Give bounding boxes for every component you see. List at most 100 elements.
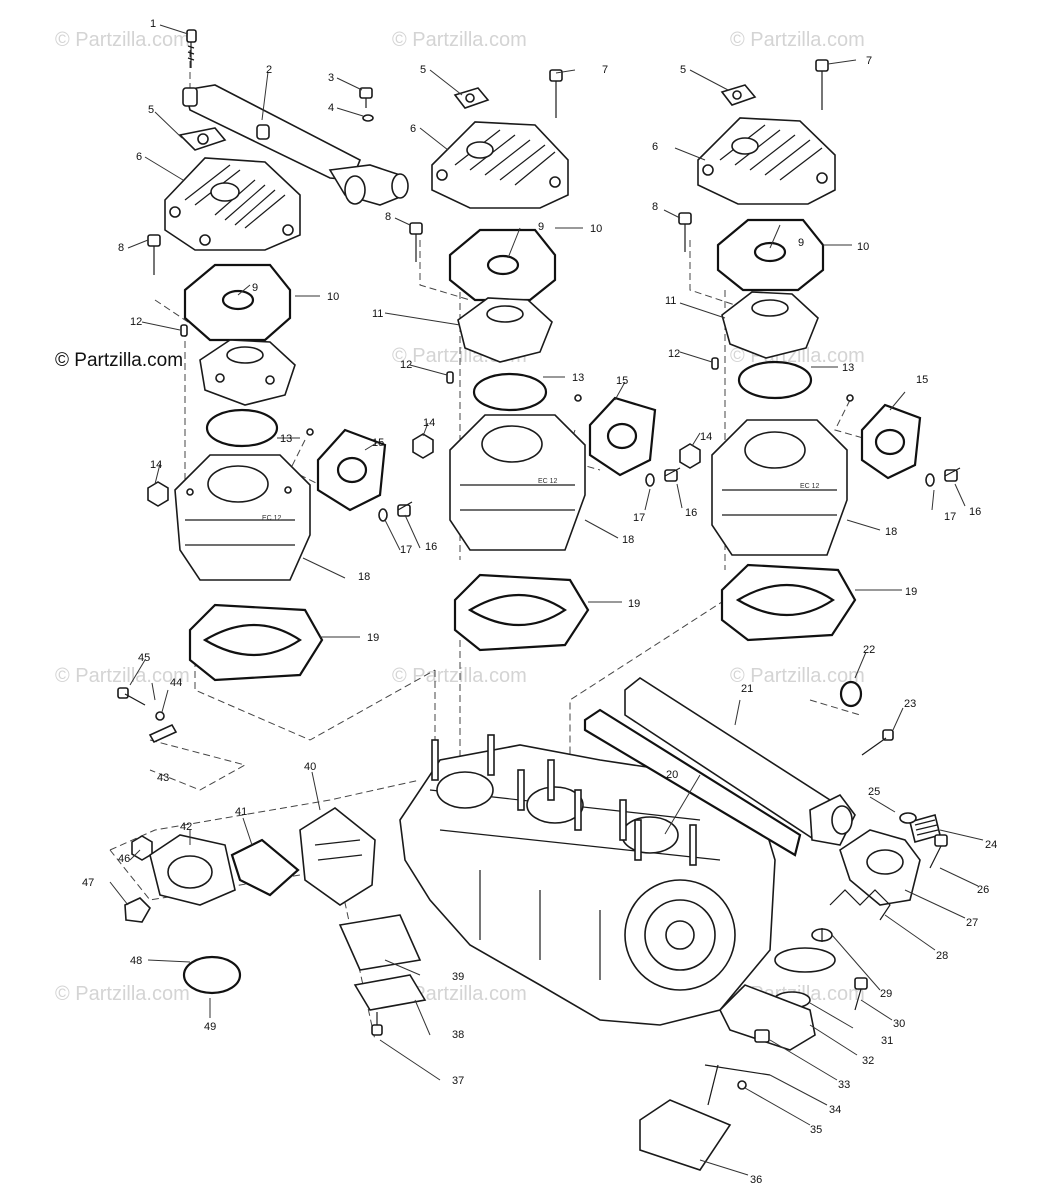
cylinder-head [431,121,569,209]
intake-gasket [230,838,300,897]
callout-47: 47 [82,877,94,889]
hose-clamp-icon [182,955,242,995]
callout-16: 16 [425,541,437,553]
callout-8: 8 [118,242,124,254]
leader-lines [109,24,984,1176]
bolt-icon [664,467,681,482]
watermark: © Partzilla.com [55,29,190,51]
callout-15: 15 [916,374,928,386]
callout-1: 1 [150,18,156,30]
intake-adapter [149,834,236,906]
nut-icon [412,433,434,459]
watermark-layer: © Partzilla.com © Partzilla.com © Partzi… [55,29,865,1005]
watermark: © Partzilla.com [392,983,527,1005]
water-manifold [182,84,409,206]
o-ring-icon [221,289,255,311]
callout-26: 26 [977,884,989,896]
callout-41: 41 [235,806,247,818]
fitting-icon [155,711,165,721]
nut-icon [147,481,169,507]
o-ring-icon [753,241,787,263]
callout-15: 15 [616,375,628,387]
callout-35: 35 [810,1124,822,1136]
callout-18: 18 [622,534,634,546]
callout-16: 16 [685,507,697,519]
needle-icon [704,1064,771,1076]
callout-38: 38 [452,1029,464,1041]
callout-17: 17 [400,544,412,556]
callout-7: 7 [602,64,608,76]
pump-plunger [639,1064,732,1171]
callout-2: 2 [266,64,272,76]
diaphragm-icon [774,947,836,973]
bolt-icon [861,729,894,756]
nut-icon [124,897,151,923]
reed-petal-icon [338,914,422,971]
cylinder-assembly-left: EC 12 [147,29,413,682]
bolt-icon [815,59,829,110]
callout-14: 14 [700,431,712,443]
callout-7: 7 [866,55,872,67]
cylinder-marking: EC 12 [800,483,820,490]
callout-6: 6 [652,141,658,153]
washer-icon [378,508,388,522]
callout-49: 49 [204,1021,216,1033]
callout-10: 10 [857,241,869,253]
callout-19: 19 [628,598,640,610]
callout-6: 6 [136,151,142,163]
callout-42: 42 [180,821,192,833]
ball-icon [737,1080,747,1090]
o-ring-icon [839,680,863,708]
bolt-icon [549,69,563,118]
callout-9: 9 [798,237,804,249]
reed-block [299,807,376,906]
bolt-icon [854,977,868,1011]
dowel-pin-icon [711,357,719,370]
callout-23: 23 [904,698,916,710]
bolt-icon [359,87,373,108]
manifold-gasket [583,708,802,857]
valve-icon [811,928,833,942]
plug-icon [574,394,582,402]
callout-32: 32 [862,1055,874,1067]
callout-40: 40 [304,761,316,773]
o-ring-icon [205,408,279,448]
callout-22: 22 [863,644,875,656]
nut-icon [679,443,701,469]
o-ring-icon [737,360,813,400]
callout-18: 18 [885,526,897,538]
callout-31: 31 [881,1035,893,1047]
callout-48: 48 [130,955,142,967]
callout-24: 24 [985,839,997,851]
watermark: © Partzilla.com [392,665,527,687]
callout-20: 20 [666,769,678,781]
callout-11: 11 [665,295,676,307]
callout-5: 5 [680,64,686,76]
watermark: © Partzilla.com [55,665,190,687]
callout-27: 27 [966,917,978,929]
callout-28: 28 [936,950,948,962]
callout-33: 33 [838,1079,850,1091]
callout-labels: 1 2 3 4 5 6 8 9 10 12 13 14 15 16 17 18 … [82,18,997,1186]
callout-44: 44 [170,677,182,689]
bolt-icon [117,687,146,706]
callout-6: 6 [410,123,416,135]
callout-13: 13 [280,433,292,445]
plug-icon [306,428,314,436]
callout-14: 14 [423,417,435,429]
callout-5: 5 [148,104,154,116]
callout-13: 13 [842,362,854,374]
callout-10: 10 [327,291,339,303]
callout-16: 16 [969,506,981,518]
reed-stop-icon [353,974,427,1011]
bolt-icon [944,467,961,482]
brand-label: © Partzilla.com [55,350,183,371]
dowel-pin-icon [180,324,188,337]
callout-17: 17 [633,512,645,524]
callout-8: 8 [652,201,658,213]
bolt-icon [409,222,423,262]
o-ring-icon [899,812,917,824]
cylinder-marking: EC 12 [538,478,558,485]
bolt-icon [397,501,413,517]
